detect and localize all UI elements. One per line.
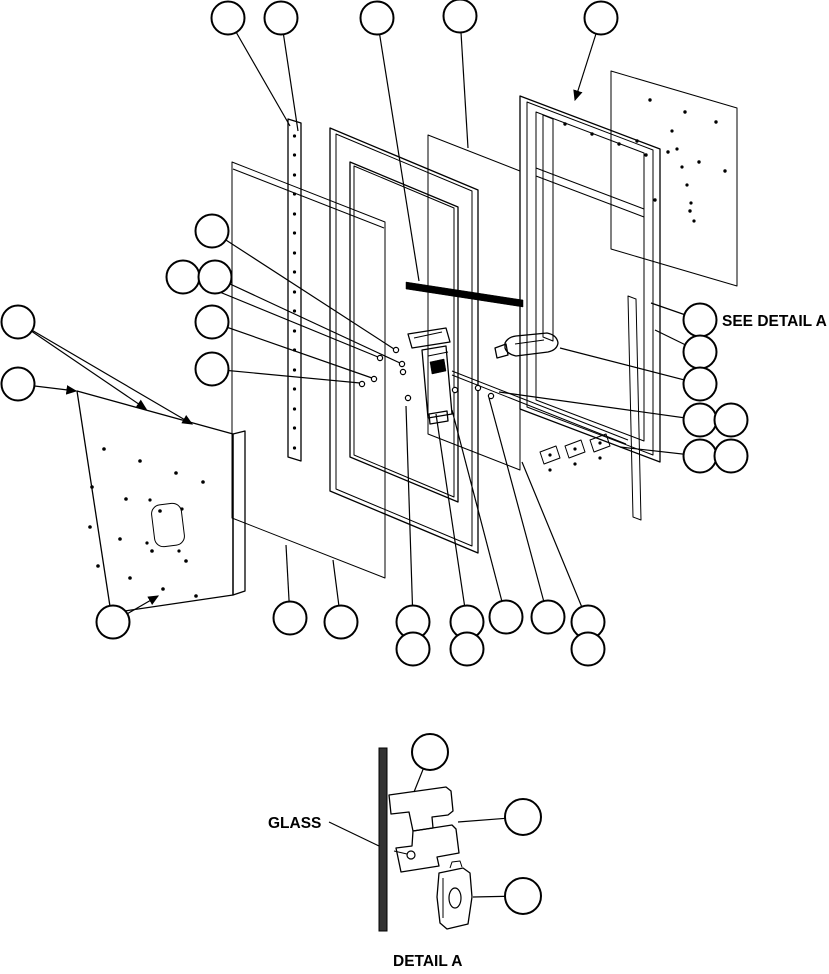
callout-balloon — [194, 351, 230, 387]
outer-glass-outline — [610, 70, 738, 287]
lock-body — [421, 345, 453, 419]
glass-label: GLASS — [268, 815, 321, 832]
lock-rod-top — [451, 370, 629, 441]
callout-balloon — [449, 631, 485, 667]
outer-glass-panel — [610, 70, 738, 287]
callout-balloon — [504, 798, 542, 836]
lock-foot — [428, 410, 449, 425]
callout-balloons — [0, 0, 749, 667]
callout-balloon — [165, 259, 201, 295]
lock-keeper — [429, 358, 447, 375]
clip-slot — [448, 887, 462, 909]
mounting-plate — [564, 439, 586, 459]
handle-tab — [494, 343, 509, 359]
callout-balloon — [682, 402, 718, 438]
door-handle-edge — [514, 339, 545, 345]
door-handle — [504, 332, 559, 357]
window-frame-opening — [535, 111, 645, 442]
outer-glass-holes — [635, 98, 727, 223]
middle-glass-outline — [231, 161, 386, 579]
callout-balloon — [682, 438, 718, 474]
door-frame-inner-edge — [335, 133, 473, 547]
callout-balloon — [488, 599, 524, 635]
center-glass-panel — [427, 134, 521, 471]
mounting-plate — [589, 433, 611, 453]
frame-screw-holes — [563, 122, 648, 157]
callout-balloon — [682, 366, 718, 402]
lock-rod-bottom — [451, 374, 627, 445]
callout-balloon — [395, 631, 431, 667]
callout-balloon — [210, 0, 246, 36]
detail-callout-balloons — [411, 733, 542, 915]
callout-balloon — [194, 213, 230, 249]
mounting-plates — [539, 433, 611, 472]
callout-balloon — [359, 0, 395, 36]
callout-balloon — [504, 877, 542, 915]
glass-clip — [436, 860, 473, 930]
callout-balloon — [682, 334, 718, 370]
callout-balloon — [713, 402, 749, 438]
bracket-screw-shaft — [393, 850, 408, 855]
callout-balloon — [411, 733, 449, 771]
door-frame — [329, 127, 479, 554]
glass-run-strip — [627, 295, 642, 521]
bracket-screw — [406, 850, 416, 860]
leader-lines — [17, 15, 701, 623]
callout-balloon — [682, 302, 718, 338]
glass-run-outline — [627, 295, 642, 521]
clip-body — [436, 867, 473, 930]
door-frame-outer — [329, 127, 479, 554]
callout-balloon — [197, 259, 233, 295]
glass-channel — [405, 281, 524, 308]
glass-channel-bar — [405, 281, 524, 308]
callout-balloon — [323, 604, 359, 640]
mounting-plate — [539, 445, 561, 465]
see-detail-a-label: SEE DETAIL A — [722, 313, 827, 330]
window-horizontal-rail — [535, 167, 645, 218]
inner-door-panel — [76, 390, 246, 614]
callout-balloon — [272, 600, 308, 636]
callout-balloon — [263, 0, 299, 36]
bracket-upper — [388, 786, 454, 832]
latch-bracket-edge — [413, 331, 443, 339]
center-glass-outline — [427, 134, 521, 471]
window-vertical-divider — [542, 114, 554, 342]
callout-balloon — [0, 366, 36, 402]
callout-balloon — [583, 0, 619, 36]
hinge-screw-holes — [292, 134, 297, 450]
latch-bracket — [407, 327, 451, 349]
callout-balloon — [194, 304, 230, 340]
callout-balloon — [713, 438, 749, 474]
callout-balloon — [0, 304, 36, 340]
main-exploded-view: SEE DETAIL A — [0, 0, 827, 667]
window-frame-outer — [519, 95, 661, 463]
middle-glass-panel — [231, 161, 386, 579]
clip-tab — [449, 860, 463, 869]
callout-balloon — [570, 631, 606, 667]
glass-channel-bracket — [388, 786, 460, 873]
latch-assembly — [358, 327, 629, 445]
door-frame-opening-edge — [353, 165, 455, 498]
middle-glass-edge — [232, 168, 385, 229]
access-cutout — [151, 502, 185, 548]
callout-balloon — [442, 0, 478, 34]
latch-screws — [358, 346, 495, 402]
inner-panel-flange — [232, 430, 246, 596]
detail-a-caption: DETAIL A — [393, 953, 462, 970]
lock-body-edge — [427, 351, 449, 357]
callout-balloon — [95, 604, 131, 640]
glass-section — [378, 747, 388, 932]
plate-screw-holes — [548, 441, 602, 472]
callout-balloon — [530, 599, 566, 635]
detail-a-view: GLASS DETAIL A — [268, 733, 542, 970]
door-frame-opening — [349, 161, 459, 503]
panel-screw-holes — [88, 447, 205, 598]
bracket-lower — [395, 824, 460, 873]
